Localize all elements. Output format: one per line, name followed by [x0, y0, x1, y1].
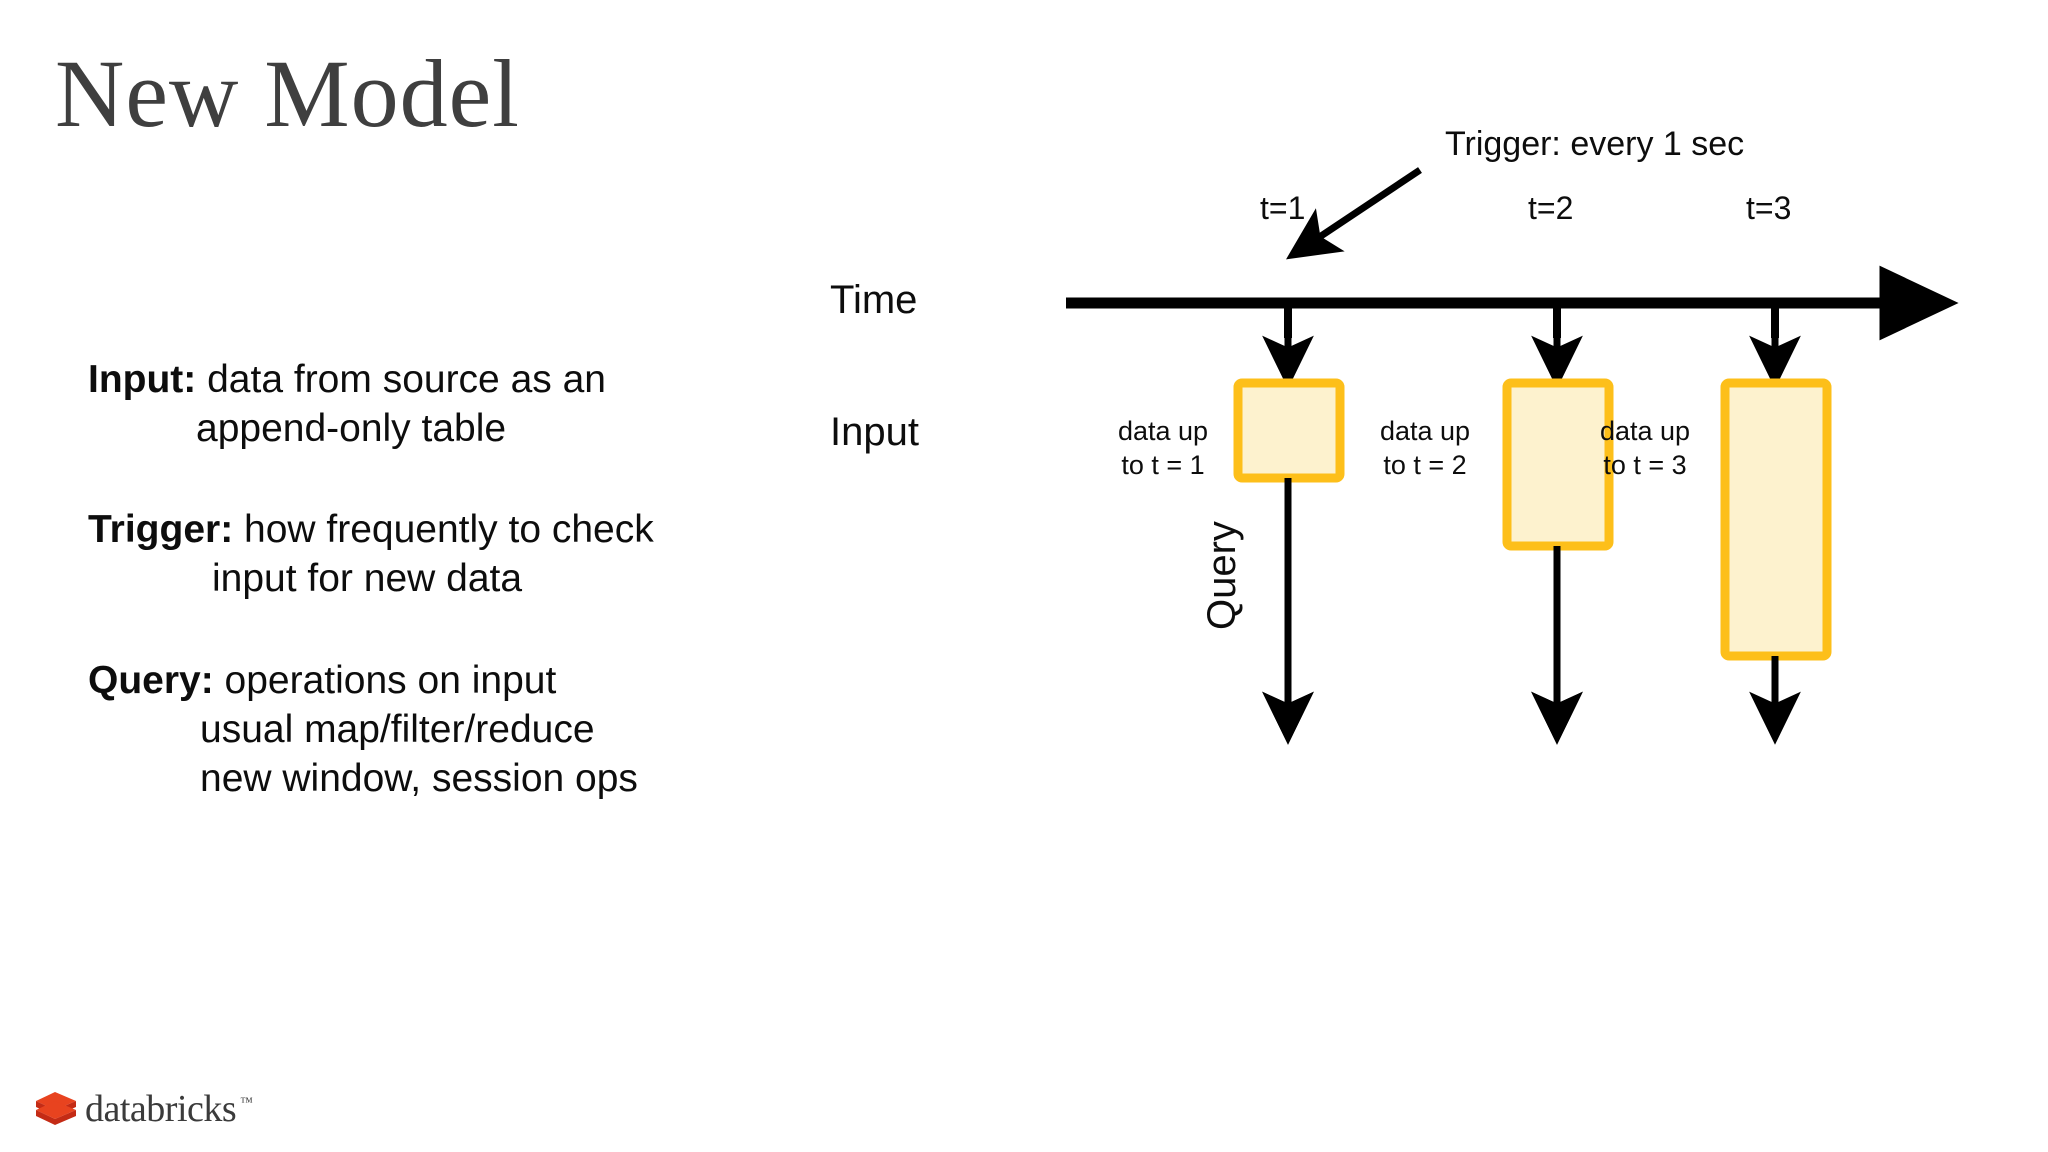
bullet-input-term: Input:: [88, 358, 197, 401]
box-caption-3-line-2: to t = 3: [1603, 449, 1687, 480]
box-caption-1-line-2: to t = 1: [1121, 449, 1205, 480]
input-box-3: [1720, 378, 1832, 661]
time-axis-label: Time: [830, 278, 918, 322]
box-caption-3-line-1: data up: [1599, 416, 1691, 446]
diagram-svg: [1066, 167, 1959, 745]
bullet-trigger-first-line: Trigger: how frequently to check: [88, 505, 728, 554]
trademark-symbol: ™: [240, 1094, 253, 1109]
bullet-input-text: data from source as an: [196, 358, 606, 401]
databricks-logo: databricks ™: [33, 1088, 253, 1130]
page-title: New Model: [55, 40, 520, 147]
query-arrows: [1262, 588, 1583, 745]
box-caption-2-line-2: to t = 2: [1383, 449, 1467, 480]
bullet-query: Query: operations on input usual map/fil…: [88, 656, 728, 803]
query-axis-label: Query: [1200, 521, 1244, 630]
bullet-input: Input: data from source as an append-onl…: [88, 355, 728, 453]
bullet-query-first-line: Query: operations on input: [88, 656, 728, 705]
bullet-input-first-line: Input: data from source as an: [88, 355, 728, 404]
streaming-model-diagram: Time Input Trigger: every 1 sec t=1 t=2 …: [830, 110, 2010, 790]
input-row-label: Input: [830, 410, 919, 454]
bullet-trigger: Trigger: how frequently to check input f…: [88, 505, 728, 603]
box-caption-2: data up to t = 2: [1350, 415, 1500, 483]
bullet-trigger-cont-1: input for new data: [212, 557, 523, 601]
trigger-note-label: Trigger: every 1 sec: [1445, 125, 1745, 163]
box-caption-1: data up to t = 1: [1088, 415, 1238, 483]
databricks-mark-icon: [36, 1092, 76, 1125]
bullet-input-cont-1: append-only table: [196, 407, 507, 451]
box-caption-3: data up to t = 3: [1570, 415, 1720, 483]
bullet-trigger-text: how frequently to check: [233, 508, 654, 552]
box-caption-2-line-1: data up: [1379, 416, 1471, 446]
bullet-query-text: operations on input: [213, 658, 557, 702]
input-box-1: [1233, 378, 1345, 483]
time-axis: [1066, 265, 1959, 341]
tick-label-t1: t=1: [1260, 190, 1306, 226]
box-caption-1-line-1: data up: [1117, 416, 1209, 446]
bullet-list: Input: data from source as an append-onl…: [88, 355, 728, 803]
bullet-query-term: Query:: [88, 658, 214, 702]
bullet-query-cont-2: new window, session ops: [200, 756, 638, 800]
bullet-query-cont-1: usual map/filter/reduce: [200, 707, 595, 751]
trigger-pointer-arrow: [1286, 167, 1422, 260]
bullet-trigger-term: Trigger:: [88, 508, 234, 552]
tick-label-t2: t=2: [1528, 190, 1574, 226]
tick-label-t3: t=3: [1746, 190, 1792, 226]
axis-to-box-connectors: [1262, 306, 1801, 389]
databricks-wordmark: databricks: [85, 1088, 237, 1130]
